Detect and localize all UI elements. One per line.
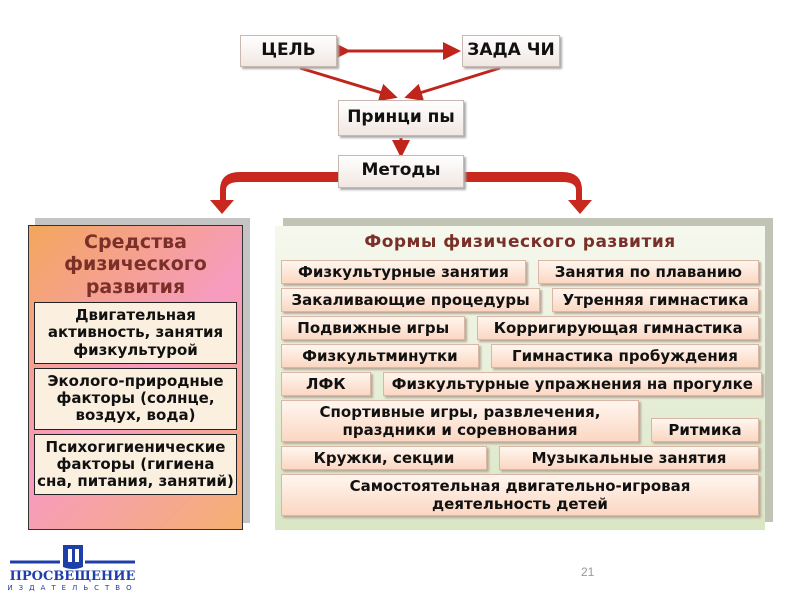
logo-name: ПРОСВЕЩЕНИЕ [9,569,136,584]
means-item: Эколого-природные факторы (солнце, возду… [34,367,237,430]
curved-arrow-left [210,172,338,214]
arrow-tasks-to-principles [404,66,501,102]
left-panel: Средства физического развития Двигательн… [28,225,243,530]
curved-arrow-right [464,172,592,214]
forms-row: Физкультурные занятия Занятия по плавани… [281,260,759,284]
form-item: Корригирующая гимнастика [477,316,760,340]
form-item: Утренняя гимнастика [552,288,759,312]
forms-row: Спортивные игры, развлечения, праздники … [281,400,759,442]
forms-row: Кружки, секции Музыкальные занятия [281,446,759,470]
right-panel: Формы физического развития Физкультурные… [275,226,765,530]
form-item: Закаливающие процедуры [281,288,541,312]
logo-subtitle: ИЗДАТЕЛЬСТВО [7,584,138,592]
form-item: Физкультурные упражнения на прогулке [382,372,762,396]
form-item: Подвижные игры [281,316,466,340]
form-item: Музыкальные занятия [498,446,759,470]
principles-box: Принци пы [338,100,464,136]
form-item: Спортивные игры, развлечения, праздники … [281,400,639,442]
form-item: Гимнастика пробуждения [490,344,760,368]
page-number: 21 [581,565,595,579]
means-item: Двигательная активность, занятия физкуль… [34,302,237,364]
forms-row: Подвижные игры Корригирующая гимнастика [281,316,760,340]
goal-box: ЦЕЛЬ [240,35,337,67]
publisher-logo: ПРОСВЕЩЕНИЕ ИЗДАТЕЛЬСТВО [5,542,140,600]
logo-emblem-icon [10,545,135,569]
forms-row: Физкультминутки Гимнастика пробуждения [281,344,760,368]
form-item: Самостоятельная двигательно-игровая деят… [281,474,759,516]
forms-row: Самостоятельная двигательно-игровая деят… [281,474,759,516]
arrow-goal-to-principles [299,66,398,102]
form-item: Кружки, секции [281,446,487,470]
form-item: Физкультминутки [281,344,479,368]
right-panel-title: Формы физического развития [364,232,676,252]
left-panel-title: Средства физического развития [64,231,207,298]
means-item: Психогигиенические факторы (гигиена сна,… [34,433,237,496]
methods-box: Методы [338,155,464,188]
form-item: Занятия по плаванию [537,260,759,284]
forms-row: Закаливающие процедуры Утренняя гимнасти… [281,288,759,312]
form-item: ЛФК [281,372,371,396]
forms-row: ЛФК Физкультурные упражнения на прогулке [281,372,762,396]
form-item: Ритмика [651,418,759,442]
tasks-box: ЗАДА ЧИ [462,35,560,67]
form-item: Физкультурные занятия [281,260,526,284]
